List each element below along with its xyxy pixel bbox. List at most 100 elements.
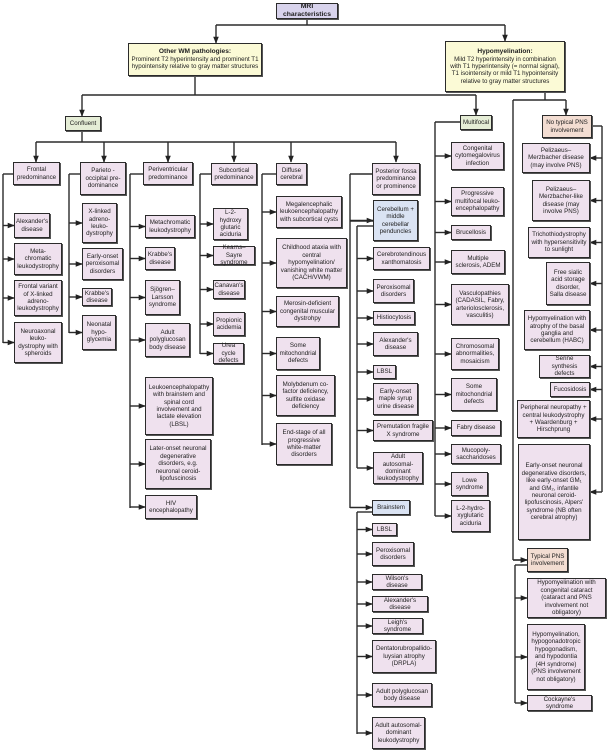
- node-m-ms: Multiple sclerosis, ADEM: [451, 250, 505, 274]
- node-m-chrom: Chromosomal abnormalities, mosaicism: [451, 338, 499, 370]
- node-p-krabbe: Krabbe's disease: [82, 288, 112, 306]
- node-label: L-2-hydroxy glutaric aciduria: [219, 209, 242, 239]
- node-label: Childhood ataxia with central hypomyelin…: [280, 244, 343, 282]
- node-d-mito: Some mitochondrial defects: [276, 337, 320, 370]
- node-label: Sjögren–Larsson syndrome: [148, 286, 177, 309]
- node-label: Early-onset peroxisomal disorders: [85, 252, 120, 275]
- hypomyelination-description: Mild T2 hyperintensity in combination wi…: [450, 55, 560, 85]
- node-label: Peripheral neuropathy + central leukodys…: [520, 404, 587, 434]
- node-label: Multifocal: [462, 118, 490, 126]
- node-h-habc: Hypomyelination with atrophy of the basa…: [524, 310, 590, 350]
- node-s-kearns: Kearns–Sayre syndrome: [213, 244, 255, 267]
- node-label: LBSL: [376, 525, 393, 533]
- node-parieto: Parieto -occipital pre-dominance: [80, 162, 126, 195]
- node-m-lowe: Lowe syndrome: [451, 472, 488, 496]
- node-label: Alexander's disease: [15, 218, 49, 233]
- node-label: Adult polyglucosan body disease: [149, 328, 186, 351]
- node-label: Multiple sclerosis, ADEM: [455, 254, 501, 269]
- node-m-mito: Some mitochondrial defects: [451, 378, 497, 411]
- node-label: Brainstem: [377, 503, 405, 511]
- node-b-wilson: Wilson's disease: [372, 574, 422, 590]
- node-label: Hypomyelination with congenital cataract…: [537, 579, 596, 617]
- root-node-mri-characteristics: MRI characteristics: [276, 3, 338, 19]
- node-label: Serine synthesis defects: [551, 355, 578, 378]
- node-label: Alexander's disease: [379, 336, 412, 351]
- node-d-mlc: Megalencephalic leukoencephalopathy with…: [276, 196, 342, 228]
- hypomyelination-title: Hypomyelination:: [477, 47, 533, 55]
- node-label: Propionic acidemia: [216, 316, 242, 331]
- node-s-urea: Urea cycle defects: [213, 342, 244, 365]
- node-pv-lbsl: Leukoencephalopathy with brainstem and s…: [145, 377, 213, 435]
- node-t-cataract: Hypomyelination with congenital cataract…: [527, 578, 606, 618]
- node-h-serine: Serine synthesis defects: [539, 355, 590, 378]
- node-m-mps: Mucopoly-saccharidoses: [451, 444, 501, 464]
- node-label: Hypomyelination with atrophy of the basa…: [527, 315, 587, 345]
- node-other-wm-pathologies: Other WM pathologies: Prominent T2 hyper…: [128, 43, 262, 76]
- node-label: Adult polyglucosan body disease: [376, 687, 428, 702]
- node-label: Cerebellum + middle cerebellar penduncle…: [377, 205, 414, 235]
- node-pv-later: Later-onset neuronal degenerative disord…: [145, 439, 211, 489]
- node-label: Leigh's syndrome: [383, 618, 412, 633]
- node-s-l2: L-2-hydroxy glutaric aciduria: [213, 208, 248, 240]
- node-d-end: End-stage of all progressive white-matte…: [276, 423, 332, 465]
- node-label: Meta-chromatic leukodystrophy: [17, 247, 59, 270]
- node-p-perox: Early-onset peroxisomal disorders: [82, 248, 123, 280]
- node-f-mld: Meta-chromatic leukodystrophy: [14, 243, 62, 275]
- node-m-cmv: Congenital cytomegalovirus infection: [451, 142, 504, 170]
- node-label: Congenital cytomegalovirus infection: [455, 144, 500, 167]
- node-multifocal: Multifocal: [460, 115, 492, 130]
- other-wm-description: Prominent T2 hyperintensity and prominen…: [131, 56, 259, 71]
- node-label: X-linked adreno-leuko-dystrophy: [86, 208, 113, 238]
- node-h-pmd: Pelizaeus–Merzbacher disease (may involv…: [522, 143, 590, 173]
- node-posterior: Posterior fossa predominance or prominen…: [372, 163, 420, 195]
- node-label: Kearns–Sayre syndrome: [220, 244, 248, 267]
- node-m-brucel: Brucellosis: [451, 225, 491, 240]
- node-b-drpla: Dentatorubropallido-luysian atrophy (DRP…: [372, 640, 436, 673]
- node-label: Progressive multifocal leuko-encephalopa…: [455, 190, 500, 213]
- node-c-lbsl: LBSL: [373, 365, 396, 379]
- node-f-alexander: Alexander's disease: [14, 213, 50, 238]
- node-label: Periventricular predominance: [148, 166, 188, 181]
- node-label: Subcortical predominance: [214, 166, 254, 181]
- node-label: Premutation fragile X syndrome: [377, 423, 429, 438]
- node-label: Cerebrotendinous xanthomatosis: [376, 251, 427, 266]
- node-h-early: Early-onset neuronal degenerative disord…: [518, 444, 590, 540]
- node-d-vwm: Childhood ataxia with central hypomyelin…: [276, 238, 347, 288]
- node-label: Krabbe's disease: [84, 289, 110, 304]
- node-label: Parieto -occipital pre-dominance: [85, 167, 121, 190]
- node-pv-krabbe: Krabbe's disease: [145, 247, 175, 270]
- node-label: Trichothiodystrophy with hypersensitivit…: [531, 231, 587, 254]
- node-b-perox: Peroxisomal disorders: [372, 542, 414, 566]
- node-cerebellum: Cerebellum + middle cerebellar penduncle…: [373, 200, 418, 241]
- node-label: Mucopoly-saccharidoses: [456, 446, 496, 461]
- node-label: Neonatal hypo-glycemia: [86, 321, 112, 344]
- node-h-pmld: Pelizaeus–Merzbacher-like disease (may i…: [532, 180, 590, 221]
- node-label: Urea cycle defects: [218, 342, 239, 365]
- node-m-vasc: Vasculopathies (CADASIL, Fabry, arteriol…: [451, 284, 509, 325]
- node-p-xald: X-linked adreno-leuko-dystrophy: [82, 203, 117, 243]
- node-f-neuroaxonal: Neuroaxonal leuko-dystrophy with spheroi…: [14, 322, 62, 363]
- node-label: Metachromatic leukodystrophy: [149, 219, 191, 234]
- node-label: Canavan's disease: [214, 282, 244, 297]
- node-label: Pelizaeus–Merzbacher disease (may involv…: [528, 146, 584, 169]
- node-label: Peroxisomal disorders: [376, 283, 411, 298]
- node-b-lbsl: LBSL: [372, 523, 397, 536]
- node-c-alexander: Alexander's disease: [373, 332, 418, 356]
- node-label: Adult autosomal-dominant leukodystrophy: [375, 721, 422, 744]
- node-pv-apbd: Adult polyglucosan body disease: [145, 323, 190, 357]
- node-pv-hiv: HIV encephalopathy: [145, 495, 197, 519]
- node-t-4h: Hypomyelination, hypogonadotropic hypogo…: [527, 624, 585, 690]
- node-c-fragx: Premutation fragile X syndrome: [373, 420, 433, 441]
- node-label: Adult autosomal-dominant leukodystrophy: [377, 453, 419, 483]
- node-pv-mld: Metachromatic leukodystrophy: [145, 215, 195, 238]
- node-label: LBSL: [376, 368, 393, 376]
- node-m-fabry: Fabry disease: [451, 420, 501, 436]
- node-label: Leukoencephalopathy with brainstem and s…: [148, 383, 210, 428]
- node-d-molyb: Molybdenum co-factor deficiency, sulfite…: [276, 375, 335, 416]
- node-label: Early-onset maple syrup urine disease: [377, 387, 414, 410]
- node-label: Later-onset neuronal degenerative disord…: [149, 445, 207, 483]
- node-b-adld: Adult autosomal-dominant leukodystrophy: [372, 717, 425, 749]
- node-label: Frontal predominance: [16, 166, 57, 181]
- node-typical-pns: Typical PNS involvement: [527, 548, 568, 572]
- node-s-canavan: Canavan's disease: [213, 280, 245, 299]
